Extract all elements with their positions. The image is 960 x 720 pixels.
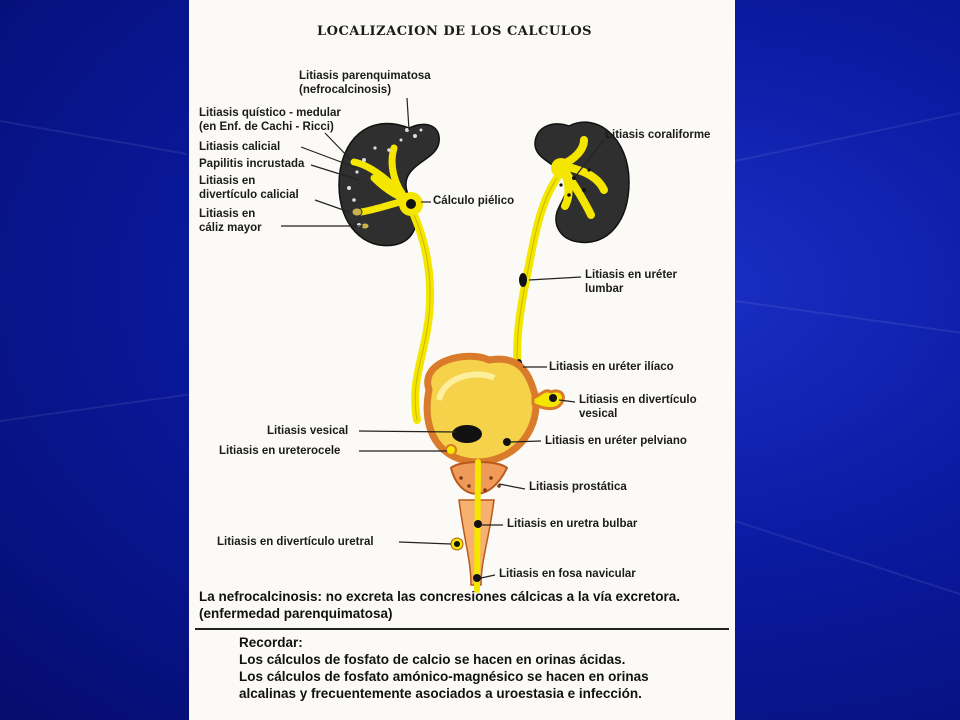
label-coraliforme: Litiasis coraliforme	[605, 129, 711, 141]
diagram-title: LOCALIZACION DE LOS CALCULOS	[317, 24, 593, 39]
lumbar-ureter-stone	[519, 273, 527, 287]
label-ureter-pelviano: Litiasis en uréter pelviano	[545, 435, 687, 447]
pyelic-stone	[406, 199, 416, 209]
label-pielico: Cálculo piélico	[433, 195, 515, 207]
label-papilitis: Papilitis incrustada	[199, 158, 305, 170]
urinary-tract-diagram	[281, 97, 630, 593]
background-streak	[0, 120, 188, 155]
background-streak	[0, 393, 189, 422]
remember-box: Recordar: Los cálculos de fosfato de cal…	[239, 634, 729, 702]
background-streak	[734, 105, 960, 162]
bladder	[423, 352, 565, 466]
divider	[195, 628, 729, 630]
remember-line: Los cálculos de fosfato de calcio se hac…	[239, 652, 626, 667]
label-prostatica: Litiasis prostática	[529, 481, 627, 493]
leader-lines	[281, 97, 605, 579]
bladder-stone	[452, 425, 482, 443]
prostate-urethra	[449, 459, 509, 593]
label-ureterocele: Litiasis en ureterocele	[219, 445, 341, 457]
label-diverticulo-vesical: Litiasis en divertículo vesical	[579, 394, 697, 420]
label-caliz-mayor: Litiasis en cáliz mayor	[199, 208, 262, 234]
slide-panel: LOCALIZACION DE LOS CALCULOS Litiasis pa…	[189, 0, 735, 720]
label-ureter-iliaco: Litiasis en uréter ilíaco	[549, 361, 674, 373]
label-quistico-medular: Litiasis quístico - medular (en Enf. de …	[199, 107, 341, 133]
label-vesical: Litiasis vesical	[267, 425, 349, 437]
remember-line: Los cálculos de fosfato amónico-magnésic…	[239, 669, 649, 684]
remember-heading: Recordar:	[239, 635, 303, 650]
remember-line: alcalinas y frecuentemente asociados a u…	[239, 686, 642, 701]
nephrocalcinosis-note: La nefrocalcinosis: no excreta las concr…	[199, 589, 681, 621]
right-kidney	[534, 121, 630, 244]
left-kidney	[338, 122, 440, 247]
label-uretra-bulbar: Litiasis en uretra bulbar	[507, 518, 638, 530]
label-diverticulo-uretral: Litiasis en divertículo uretral	[217, 536, 374, 548]
label-ureter-lumbar: Litiasis en uréter lumbar	[585, 269, 678, 295]
label-fosa-navicular: Litiasis en fosa navicular	[499, 568, 636, 580]
label-calicial: Litiasis calicial	[199, 141, 281, 153]
label-diverticulo-calicial: Litiasis en divertículo calicial	[199, 175, 299, 201]
label-parenquimatosa: Litiasis parenquimatosa (nefrocalcinosis…	[299, 70, 431, 96]
background-streak	[734, 520, 960, 603]
background-streak	[734, 300, 960, 339]
